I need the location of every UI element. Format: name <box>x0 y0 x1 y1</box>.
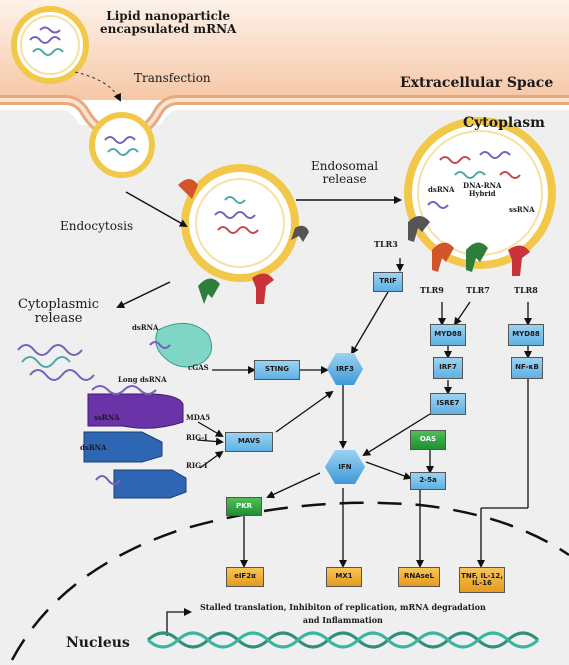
tlr7-receptor <box>466 242 488 272</box>
sting-node: STING <box>254 360 300 380</box>
cgas-protein <box>155 323 213 368</box>
dna-rna-hybrid-label: DNA-RNA Hybrid <box>463 181 502 198</box>
dna-helix <box>146 631 540 649</box>
pkr-node: PKR <box>226 497 262 516</box>
irf3-node: IRF3 <box>327 353 363 385</box>
mda5-label: MDA5 <box>186 413 211 422</box>
myd88-node-a: MYD88 <box>430 324 466 346</box>
endo-ssrna-label: ssRNA <box>509 205 535 214</box>
rigi-label-1: RIG-I <box>186 433 208 442</box>
late-endosome <box>404 117 556 269</box>
outcome-label: Stalled translation, Inhibiton of replic… <box>200 602 486 625</box>
tlr3-label: TLR3 <box>374 239 398 249</box>
released-rna-3 <box>29 369 95 381</box>
transfection-label: Transfection <box>134 71 211 85</box>
irf7-node: IRF7 <box>433 357 463 379</box>
two5a-node: 2-5a <box>410 472 446 490</box>
cytoplasm-label: Cytoplasm <box>463 115 545 131</box>
isre7-node: ISRE7 <box>430 393 466 415</box>
receptor-green <box>198 278 220 304</box>
long-dsrna-label: Long dsRNA <box>118 375 167 384</box>
cgas-label: cGAS <box>188 363 209 372</box>
rnasel-node: RNAseL <box>398 567 440 587</box>
receptor-gray <box>291 225 309 242</box>
tlr9-receptor <box>432 242 454 272</box>
tlr9-label: TLR9 <box>420 285 444 295</box>
cytokines-node: TNF, IL-12, IL-16 <box>459 567 505 593</box>
released-rna-1 <box>17 344 83 356</box>
extracellular-label: Extracellular Space <box>400 75 554 91</box>
trif-node: TRIF <box>373 272 403 292</box>
tlr8-label: TLR8 <box>514 285 538 295</box>
cytoplasm-region <box>0 110 569 665</box>
nucleus-label: Nucleus <box>66 635 130 651</box>
mda5-protein <box>87 393 184 429</box>
extracellular-space <box>0 0 569 100</box>
oas-node: OAS <box>410 430 446 450</box>
rig-i-protein-1 <box>83 431 163 463</box>
lipid-nanoparticle <box>11 6 89 84</box>
rig-dsrna-label: dsRNA <box>80 443 107 452</box>
mx1-node: MX1 <box>326 567 362 587</box>
rigi-label-2: RIG-I <box>186 461 208 470</box>
endo-dsrna-label: dsRNA <box>428 185 455 194</box>
receptor-red <box>252 273 274 304</box>
tlr8-receptor <box>508 245 530 276</box>
endocytosis-label: Endocytosis <box>60 219 134 233</box>
rig-i-protein-2 <box>113 469 187 499</box>
mavs-node: MAVS <box>225 432 273 452</box>
cytoplasmic-release-label: Cytoplasmic release <box>18 297 100 327</box>
nfkb-node: NF-κB <box>511 357 543 379</box>
eif2a-node: eIF2α <box>226 567 264 587</box>
nuclear-envelope <box>10 501 569 661</box>
myd88-node-b: MYD88 <box>508 324 544 346</box>
tlr3-receptor <box>408 216 430 242</box>
receptor-orange <box>178 179 198 199</box>
lnp-title: Lipid nanoparticle encapsulated mRNA <box>100 9 237 37</box>
membrane-vesicle <box>89 112 155 178</box>
cyto-ssrna-label: ssRNA <box>94 413 120 422</box>
endosome <box>181 164 299 282</box>
endosomal-release-label: Endosomal release <box>311 159 379 187</box>
tlr7-label: TLR7 <box>466 285 490 295</box>
cgas-dsrna-label: dsRNA <box>132 323 159 332</box>
released-rna-2 <box>21 356 71 368</box>
